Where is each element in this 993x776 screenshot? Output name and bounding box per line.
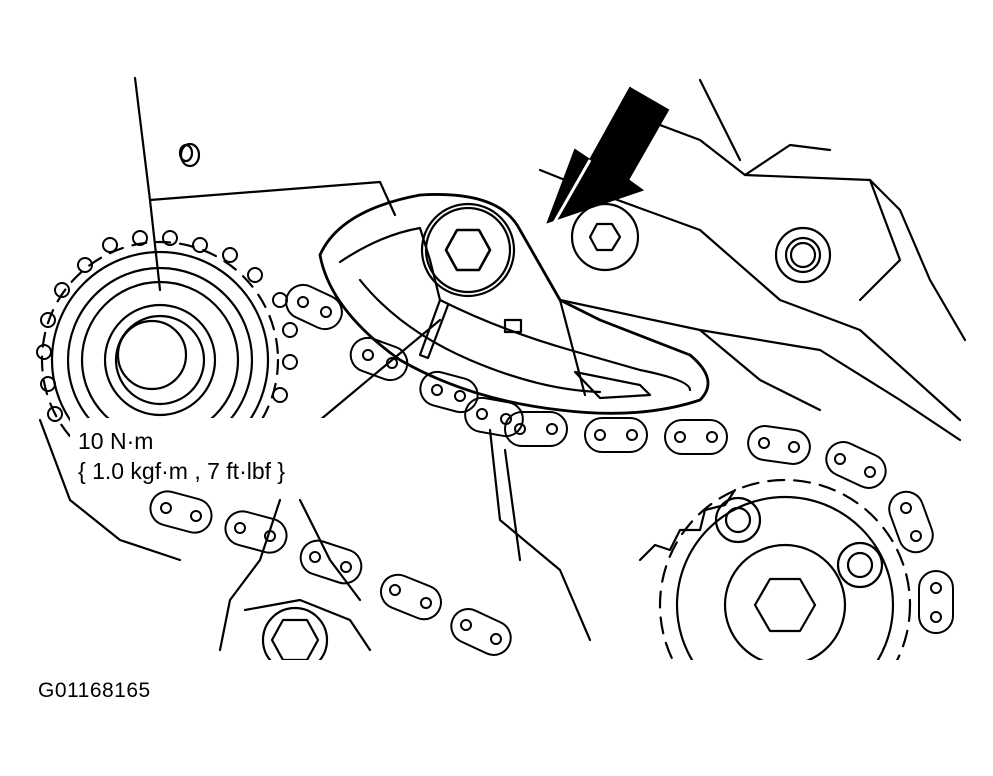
crankshaft-sprocket xyxy=(658,478,912,660)
chain-upper-run xyxy=(285,283,954,634)
chain-wrap-cam xyxy=(36,230,298,422)
torque-callout-background xyxy=(70,418,340,490)
tensioner-pivot-bolt xyxy=(570,202,640,272)
torque-value-metric: 10 N·m xyxy=(78,428,154,454)
crank-sprocket-teeth xyxy=(638,488,737,562)
timing-chain xyxy=(36,230,954,656)
bolt-boss-right xyxy=(774,226,832,284)
torque-value-alternate: { 1.0 kgf·m , 7 ft·lbf } xyxy=(78,458,286,484)
figure-id: G01168165 xyxy=(38,679,151,702)
chain-tensioner-guide xyxy=(318,193,710,415)
engine-block-outline xyxy=(38,76,967,652)
torque-leader-line xyxy=(318,318,442,422)
chain-lower-run xyxy=(149,490,512,656)
torque-specification-label: 10 N·m { 1.0 kgf·m , 7 ft·lbf } xyxy=(78,426,285,486)
dowel-pin xyxy=(178,142,201,168)
timing-chain-diagram xyxy=(36,76,967,660)
pointer-arrow-icon xyxy=(546,86,670,231)
lower-bolt xyxy=(261,606,329,660)
